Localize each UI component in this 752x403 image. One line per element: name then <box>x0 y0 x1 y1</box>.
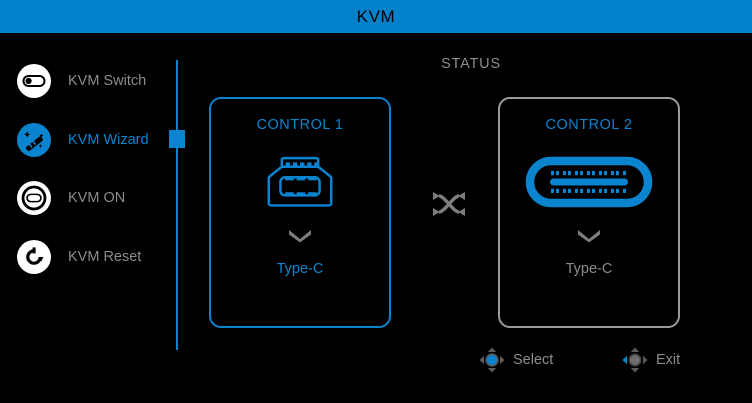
chevron-down-icon <box>576 225 602 245</box>
sidebar-item-label: KVM Reset <box>68 249 142 265</box>
osd-header: KVM <box>0 0 752 33</box>
exit-label: Exit <box>656 352 681 368</box>
vertical-scrollbar-thumb[interactable] <box>169 130 185 148</box>
vertical-scrollbar-track[interactable] <box>176 60 178 350</box>
sidebar-item-kvm-reset[interactable]: KVM Reset <box>16 235 141 279</box>
sidebar-item-kvm-switch[interactable]: KVM Switch <box>16 59 146 103</box>
sidebar-item-kvm-on[interactable]: KVM ON <box>16 176 125 220</box>
status-label: STATUS <box>441 56 501 72</box>
sidebar-item-label: KVM Switch <box>68 73 147 89</box>
joystick-press-icon <box>479 347 505 373</box>
control-2-source: Type-C <box>565 261 613 277</box>
chevron-down-icon <box>287 225 313 245</box>
magic-wand-icon <box>16 122 52 158</box>
control-1-source: Type-C <box>276 261 324 277</box>
header-divider <box>0 33 752 36</box>
shuffle-swap-icon <box>428 189 470 219</box>
control-1-title: CONTROL 1 <box>256 117 344 133</box>
reset-arrow-icon <box>16 239 52 275</box>
usb-a-port-icon <box>256 145 344 219</box>
usb-c-port-icon <box>525 145 653 219</box>
exit-button[interactable]: Exit <box>622 346 680 374</box>
control-2-panel[interactable]: CONTROL 2 <box>498 97 680 328</box>
select-label: Select <box>513 352 554 368</box>
footer-hints: Select Exit <box>0 344 752 384</box>
sidebar-item-label: KVM ON <box>68 190 126 206</box>
control-1-panel[interactable]: CONTROL 1 <box>209 97 391 328</box>
joystick-left-icon <box>622 347 648 373</box>
power-ring-icon <box>16 180 52 216</box>
sidebar: KVM Switch <box>0 40 170 340</box>
page-title: KVM <box>356 6 396 26</box>
sidebar-item-kvm-wizard[interactable]: KVM Wizard <box>16 118 149 162</box>
toggle-switch-icon <box>16 63 52 99</box>
sidebar-item-label: KVM Wizard <box>68 132 149 148</box>
control-2-title: CONTROL 2 <box>545 117 633 133</box>
select-button[interactable]: Select <box>479 346 553 374</box>
